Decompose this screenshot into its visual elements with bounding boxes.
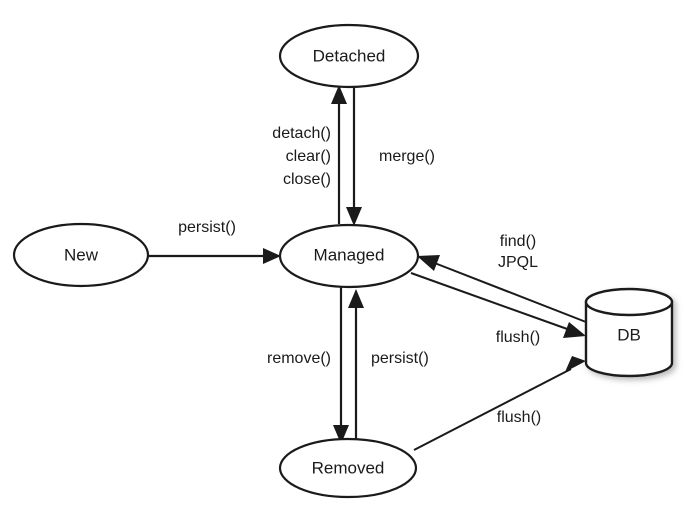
arrowhead-detached-to-managed (346, 207, 362, 226)
edge-db-to-managed: find() JPQL (417, 233, 587, 323)
edge-label-clear: clear() (286, 148, 331, 165)
edge-line-db-managed (431, 261, 587, 323)
node-removed[interactable]: Removed (278, 437, 418, 499)
edge-managed-to-db: flush() (410, 272, 586, 346)
edge-label-persist-removed: persist() (371, 350, 429, 367)
node-removed-shape[interactable] (278, 437, 418, 499)
node-db-label: DB (617, 325, 641, 344)
arrowhead-managed-to-db (563, 322, 586, 338)
edge-new-to-managed: persist() (148, 219, 281, 264)
edge-label-find: find() (500, 233, 536, 250)
edge-managed-to-removed: remove() (267, 287, 349, 444)
node-managed-shape[interactable] (278, 223, 420, 289)
arrowhead-managed-to-detached (331, 85, 347, 104)
edge-line-removed-db (413, 368, 572, 451)
node-detached-shape[interactable] (278, 23, 420, 89)
node-detached[interactable]: Detached (278, 23, 420, 89)
arrowhead-new-to-managed (263, 248, 281, 264)
node-managed[interactable]: Managed (278, 223, 420, 289)
edge-label-jpql: JPQL (498, 254, 538, 271)
edge-line-managed-db (410, 272, 571, 331)
edge-label-persist-new: persist() (178, 219, 236, 236)
edge-removed-to-db: flush() (413, 356, 586, 451)
node-db-body[interactable] (584, 300, 674, 378)
node-detached-label: Detached (313, 46, 386, 65)
node-removed-label: Removed (312, 458, 385, 477)
node-db[interactable]: DB (584, 287, 674, 378)
edge-removed-to-managed: persist() (348, 289, 429, 440)
node-db-top (584, 287, 674, 317)
arrowhead-managed-to-removed (333, 425, 349, 444)
node-new-label: New (64, 245, 99, 264)
edge-detached-to-managed: merge() (346, 87, 435, 226)
node-new[interactable]: New (12, 222, 150, 288)
edge-label-flush-removed: flush() (497, 409, 541, 426)
edge-label-close: close() (283, 171, 331, 188)
node-new-shape[interactable] (12, 222, 150, 288)
edge-label-remove: remove() (267, 350, 331, 367)
edge-label-detach: detach() (272, 125, 331, 142)
arrowhead-db-to-managed (417, 255, 440, 271)
arrowhead-removed-to-managed (348, 289, 364, 308)
edge-label-merge: merge() (379, 148, 435, 165)
edge-managed-to-detached: detach() clear() close() (272, 85, 347, 224)
arrowhead-removed-to-db (565, 356, 586, 372)
node-managed-label: Managed (314, 245, 385, 264)
edge-label-flush-managed: flush() (496, 329, 540, 346)
